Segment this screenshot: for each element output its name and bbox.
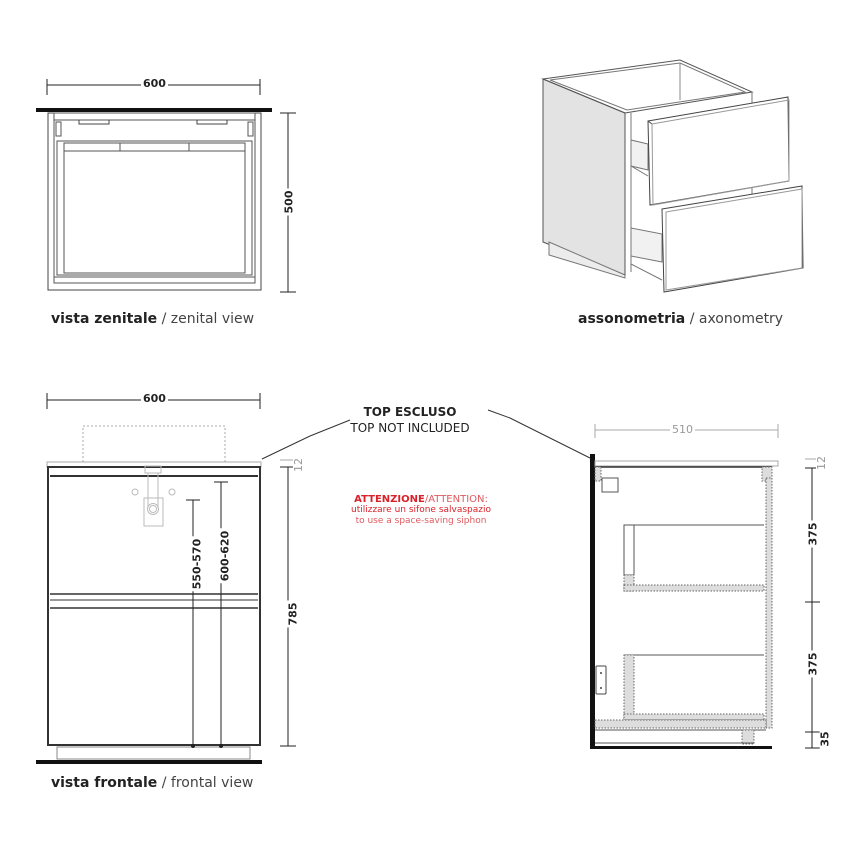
attention-note: ATTENZIONE/ATTENTION: utilizzare un sifo…	[336, 494, 506, 527]
frontal-view: 600 12 550-570 600-620 785 vista frontal…	[0, 380, 351, 820]
frontal-drawing	[36, 393, 351, 764]
attention-sep: /	[424, 494, 429, 505]
side-drawer-1-dim: 375	[806, 520, 820, 548]
attention-heading: ATTENZIONE/ATTENTION:	[336, 494, 506, 505]
axonometry-view: assonometria / axonometry	[500, 0, 850, 340]
frontal-top-thickness-dim: 12	[292, 456, 305, 474]
frontal-width-dim: 600	[141, 392, 168, 405]
attention-line-it: utilizzare un sifone salvaspazio	[350, 505, 492, 515]
axonometry-caption-sep: /	[689, 311, 695, 327]
top-excluded-note: TOP ESCLUSO TOP NOT INCLUDED	[340, 404, 480, 436]
side-depth-dim: 510	[670, 423, 695, 436]
top-excluded-en: TOP NOT INCLUDED	[350, 421, 470, 435]
frontal-caption-sep: /	[161, 775, 167, 791]
top-excluded-it: TOP ESCLUSO	[363, 405, 457, 419]
axonometry-caption-en: axonometry	[698, 311, 784, 327]
zenital-width-dim: 600	[141, 77, 168, 90]
side-plinth-dim: 35	[818, 729, 832, 749]
zenital-caption-en: zenital view	[170, 311, 255, 327]
frontal-caption-it: vista frontale	[51, 775, 158, 791]
frontal-height-dim: 785	[286, 600, 300, 628]
zenital-caption-sep: /	[161, 311, 167, 327]
side-top-thickness-dim: 12	[815, 454, 828, 472]
zenital-caption: vista zenitale / zenital view	[51, 311, 254, 327]
axonometry-drawing	[541, 59, 804, 293]
attention-line-en: to use a space-saving siphon	[355, 516, 487, 526]
attention-en: ATTENTION:	[428, 494, 488, 505]
side-drawer-2-dim: 375	[806, 650, 820, 678]
zenital-view: 600 500 vista zenitale / zenital view	[0, 0, 320, 340]
attention-it: ATTENZIONE	[354, 494, 425, 505]
zenital-caption-it: vista zenitale	[51, 311, 158, 327]
siphon-dim-550-570: 550-570	[190, 536, 204, 592]
siphon-dim-600-620: 600-620	[218, 528, 232, 584]
axonometry-caption: assonometria / axonometry	[578, 311, 783, 327]
zenital-drawing	[36, 79, 296, 293]
frontal-caption-en: frontal view	[170, 775, 254, 791]
axonometry-caption-it: assonometria	[578, 311, 686, 327]
zenital-depth-dim: 500	[282, 188, 296, 216]
frontal-caption: vista frontale / frontal view	[51, 775, 253, 791]
side-view: 510 12 375 375 35	[480, 380, 850, 780]
side-drawing	[487, 409, 820, 749]
